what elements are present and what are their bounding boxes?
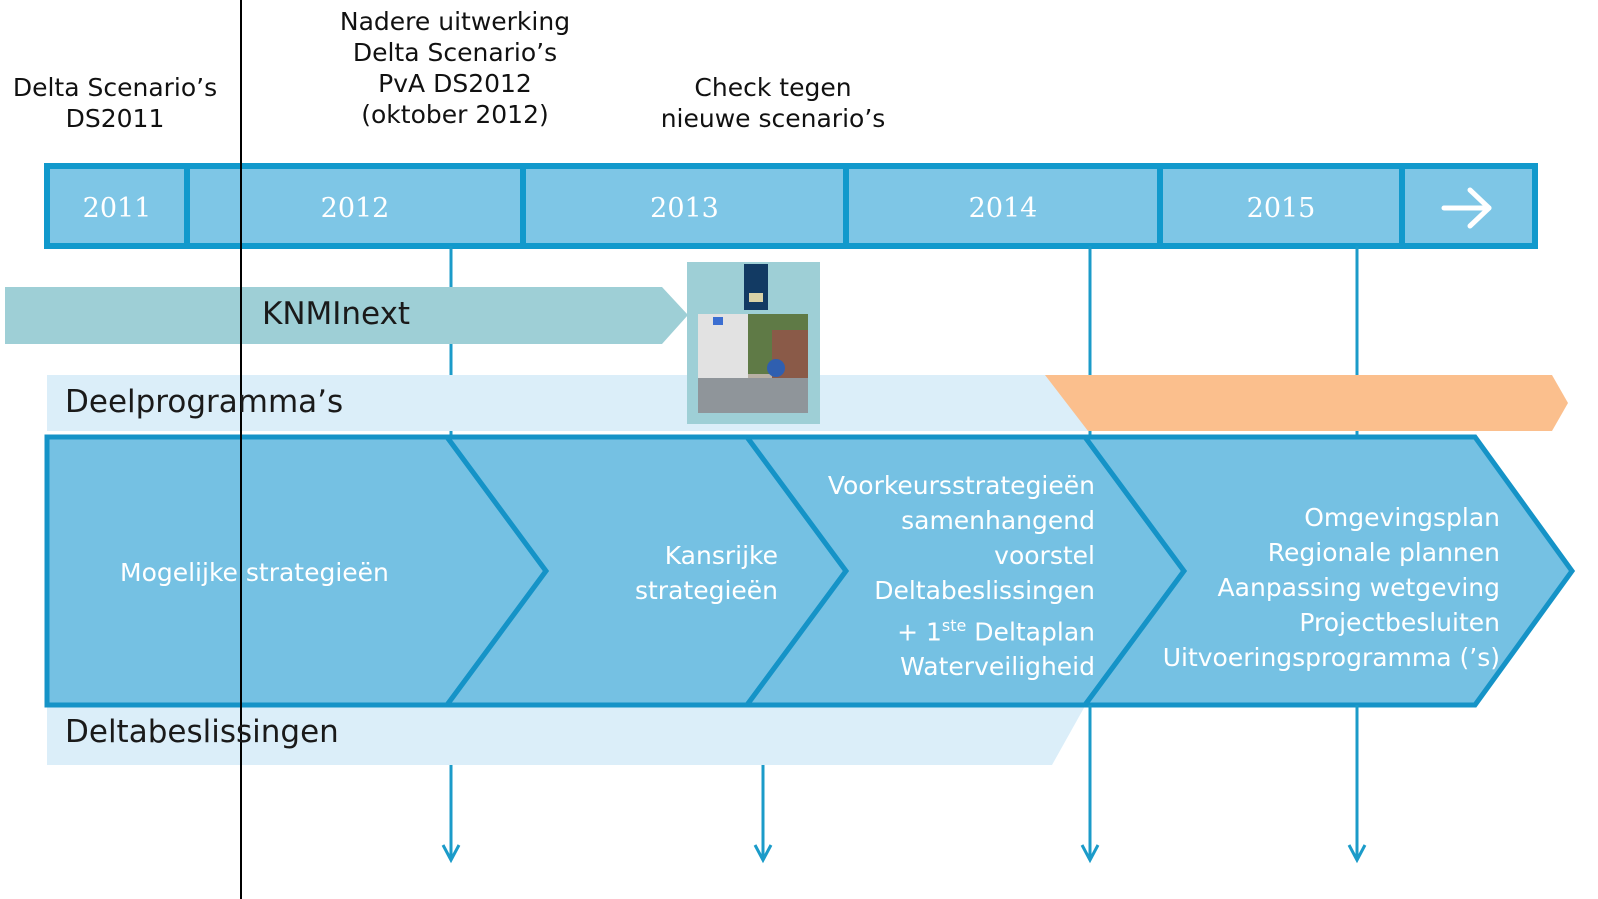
knmi-label: KNMInext — [262, 296, 411, 332]
label-nadere-uitwerking: Nadere uitwerking Delta Scenario’s PvA D… — [339, 7, 571, 129]
deelprogrammas-band — [47, 375, 1090, 431]
year-2013: 2013 — [650, 192, 719, 224]
year-2012: 2012 — [320, 192, 390, 224]
phase-3-text: Voorkeursstrategieën samenhangend voorst… — [790, 468, 1095, 684]
phase-3-sup: ste — [941, 616, 967, 635]
label-ds2011: Delta Scenario’s DS2011 — [12, 73, 218, 133]
phase-3-lines: Voorkeursstrategieën samenhangend voorst… — [827, 471, 1095, 605]
arrow-right-icon — [1441, 187, 1492, 229]
knmi-arrow — [5, 287, 688, 344]
phase-chevron-4 — [1080, 434, 1576, 708]
phase-4-text: Omgevingsplan Regionale plannen Aanpassi… — [1162, 503, 1500, 672]
report-cover-image — [687, 262, 820, 424]
year-2011: 2011 — [82, 192, 152, 224]
deelprogrammas-label: Deelprogramma’s — [65, 384, 344, 420]
down-arrow-icon — [1347, 705, 1367, 864]
down-arrow-icon — [753, 765, 773, 864]
year-2015: 2015 — [1246, 192, 1316, 224]
phase-3-plus: + 1 — [897, 617, 942, 647]
phase-3-deltaplan-line: + 1ste Deltaplan — [790, 608, 1095, 649]
phase-2-text: Kansrijke strategieën — [634, 541, 778, 605]
year-2014: 2014 — [968, 192, 1038, 224]
label-check-scenarios: Check tegen nieuwe scenario’s — [660, 73, 886, 133]
deltabeslissingen-band — [47, 706, 1085, 765]
orange-band — [1045, 375, 1568, 431]
timeline-bar — [44, 163, 1538, 249]
down-arrow-icon — [441, 765, 461, 864]
deltabeslissingen-label: Deltabeslissingen — [65, 714, 339, 750]
down-arrow-icon — [1080, 705, 1100, 864]
phase-1-text: Mogelijke strategieën — [120, 558, 389, 587]
phase-3-waterveiligheid: Waterveiligheid — [900, 652, 1095, 682]
phase-3-deltaplan: Deltaplan — [966, 617, 1095, 647]
